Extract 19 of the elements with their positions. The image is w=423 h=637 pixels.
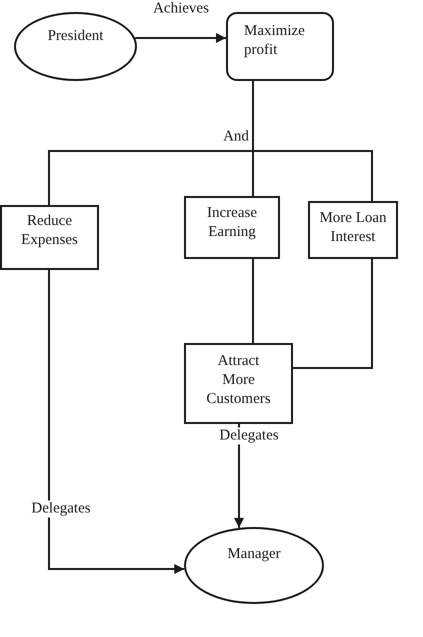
process-box	[308, 201, 398, 259]
node-label: President	[48, 27, 104, 46]
process-box	[184, 343, 293, 424]
node-label: Increase Earning	[206, 204, 258, 242]
node-label: Attract More Customers	[205, 352, 272, 409]
process-box	[0, 205, 99, 270]
process-box	[184, 196, 280, 259]
rounded-box	[226, 12, 334, 81]
connector-line	[252, 81, 373, 201]
connector-line	[293, 259, 373, 369]
arrow	[135, 33, 226, 43]
node-label: Manager	[227, 545, 281, 564]
node-label: Maximize profit	[244, 22, 306, 60]
node-label: Reduce Expenses	[20, 212, 79, 250]
edge-label: Delegates	[29, 500, 93, 518]
arrow	[48, 270, 184, 574]
connector-line	[252, 259, 254, 343]
node-label: More Loan Interest	[318, 209, 388, 247]
edge-label: Delegates	[217, 428, 281, 444]
